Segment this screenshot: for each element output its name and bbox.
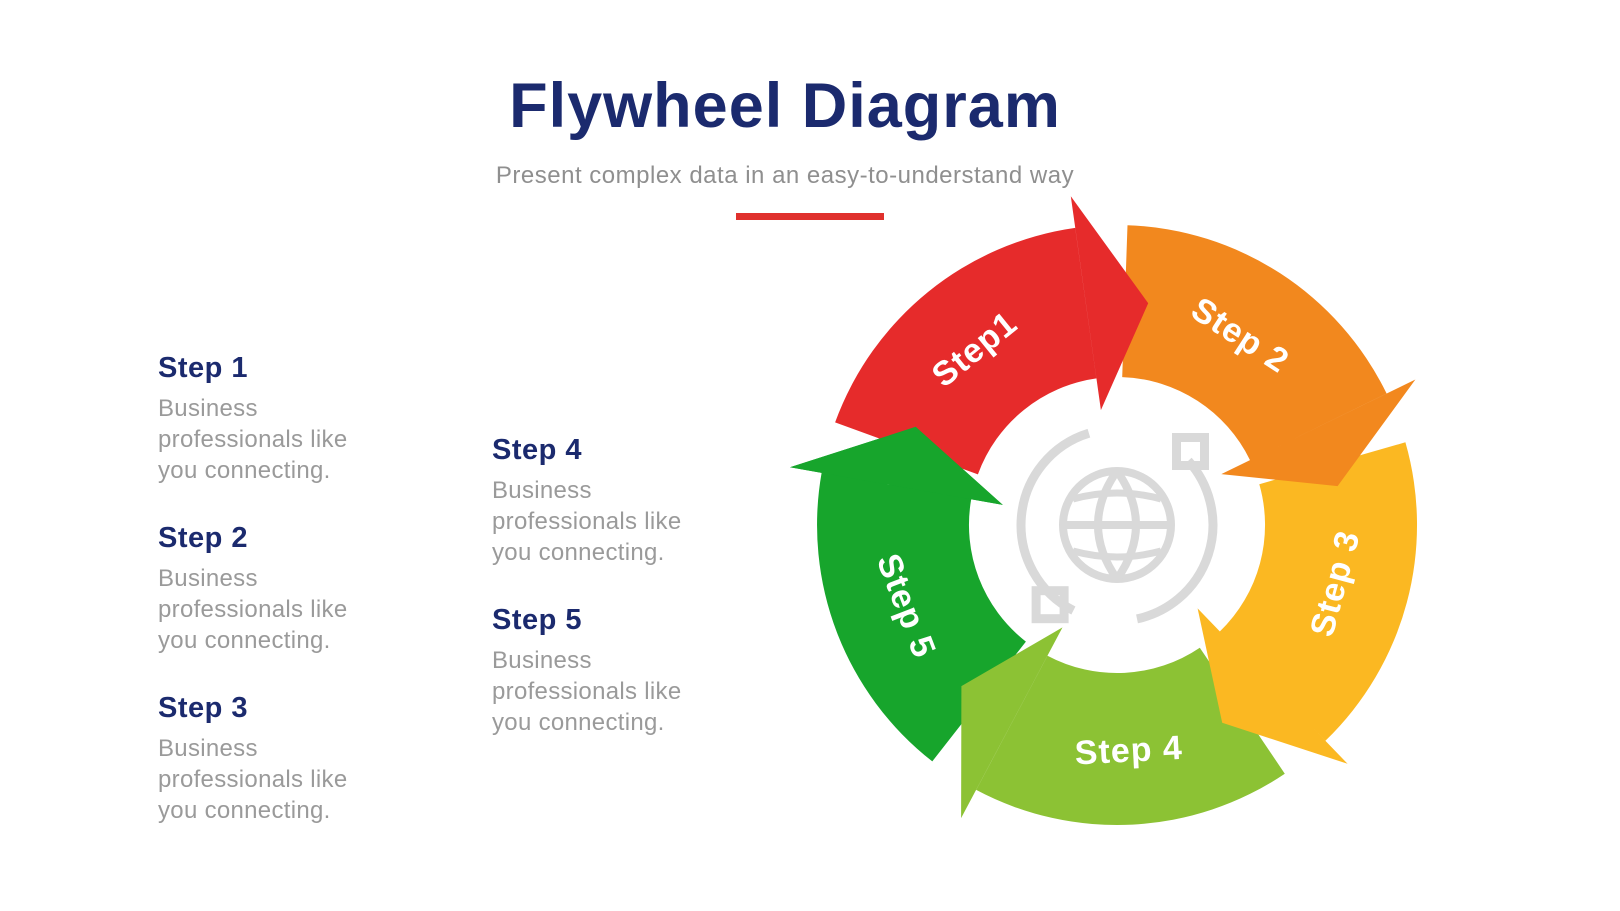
step-description: Business professionals like you connecti… <box>492 477 682 566</box>
globe-meridian-line <box>1094 468 1121 582</box>
step-label: Step 1 <box>158 352 249 384</box>
step-description: Business professionals like you connecti… <box>158 565 348 654</box>
step-label: Step 3 <box>158 692 249 724</box>
orbit-node-square <box>1031 586 1069 624</box>
globe-latitude-line <box>1072 547 1162 561</box>
page-title: Flywheel Diagram <box>509 71 1061 141</box>
step-label: Step 4 <box>492 434 583 466</box>
step-description: Business professionals like you connecti… <box>158 735 348 824</box>
page-subtitle: Present complex data in an easy-to-under… <box>495 162 1075 189</box>
globe-meridian-line <box>1113 468 1140 582</box>
wheel-arrow-4 <box>961 627 1285 826</box>
wheel-arrow-2 <box>1122 225 1416 487</box>
orbit-arc-right <box>1136 457 1218 624</box>
step-list-left: Step 1 Business professionals like you c… <box>158 352 398 862</box>
globe-network-icon <box>1016 428 1218 624</box>
wheel-arrow-3 <box>1197 442 1418 764</box>
title-underline <box>736 213 884 220</box>
step-item-4: Step 4 Business professionals like you c… <box>492 434 732 568</box>
page-header: Flywheel Diagram Present complex data in… <box>0 70 1570 190</box>
step-list-middle: Step 4 Business professionals like you c… <box>492 434 732 774</box>
step-item-1: Step 1 Business professionals like you c… <box>158 352 398 486</box>
wheel-arrow-5-head <box>790 426 1003 505</box>
wheel-label-4: Step 4 <box>1074 729 1184 773</box>
wheel-arrow-1 <box>835 196 1149 475</box>
step-description: Business professionals like you connecti… <box>158 395 348 484</box>
step-item-5: Step 5 Business professionals like you c… <box>492 604 732 738</box>
orbit-node-square <box>1172 433 1209 470</box>
globe-latitude-line <box>1072 489 1162 503</box>
step-item-2: Step 2 Business professionals like you c… <box>158 522 398 656</box>
step-item-3: Step 3 Business professionals like you c… <box>158 692 398 826</box>
step-label: Step 5 <box>492 604 583 636</box>
step-description: Business professionals like you connecti… <box>492 647 682 736</box>
step-label: Step 2 <box>158 522 249 554</box>
wheel-arrow-5 <box>790 426 1026 762</box>
